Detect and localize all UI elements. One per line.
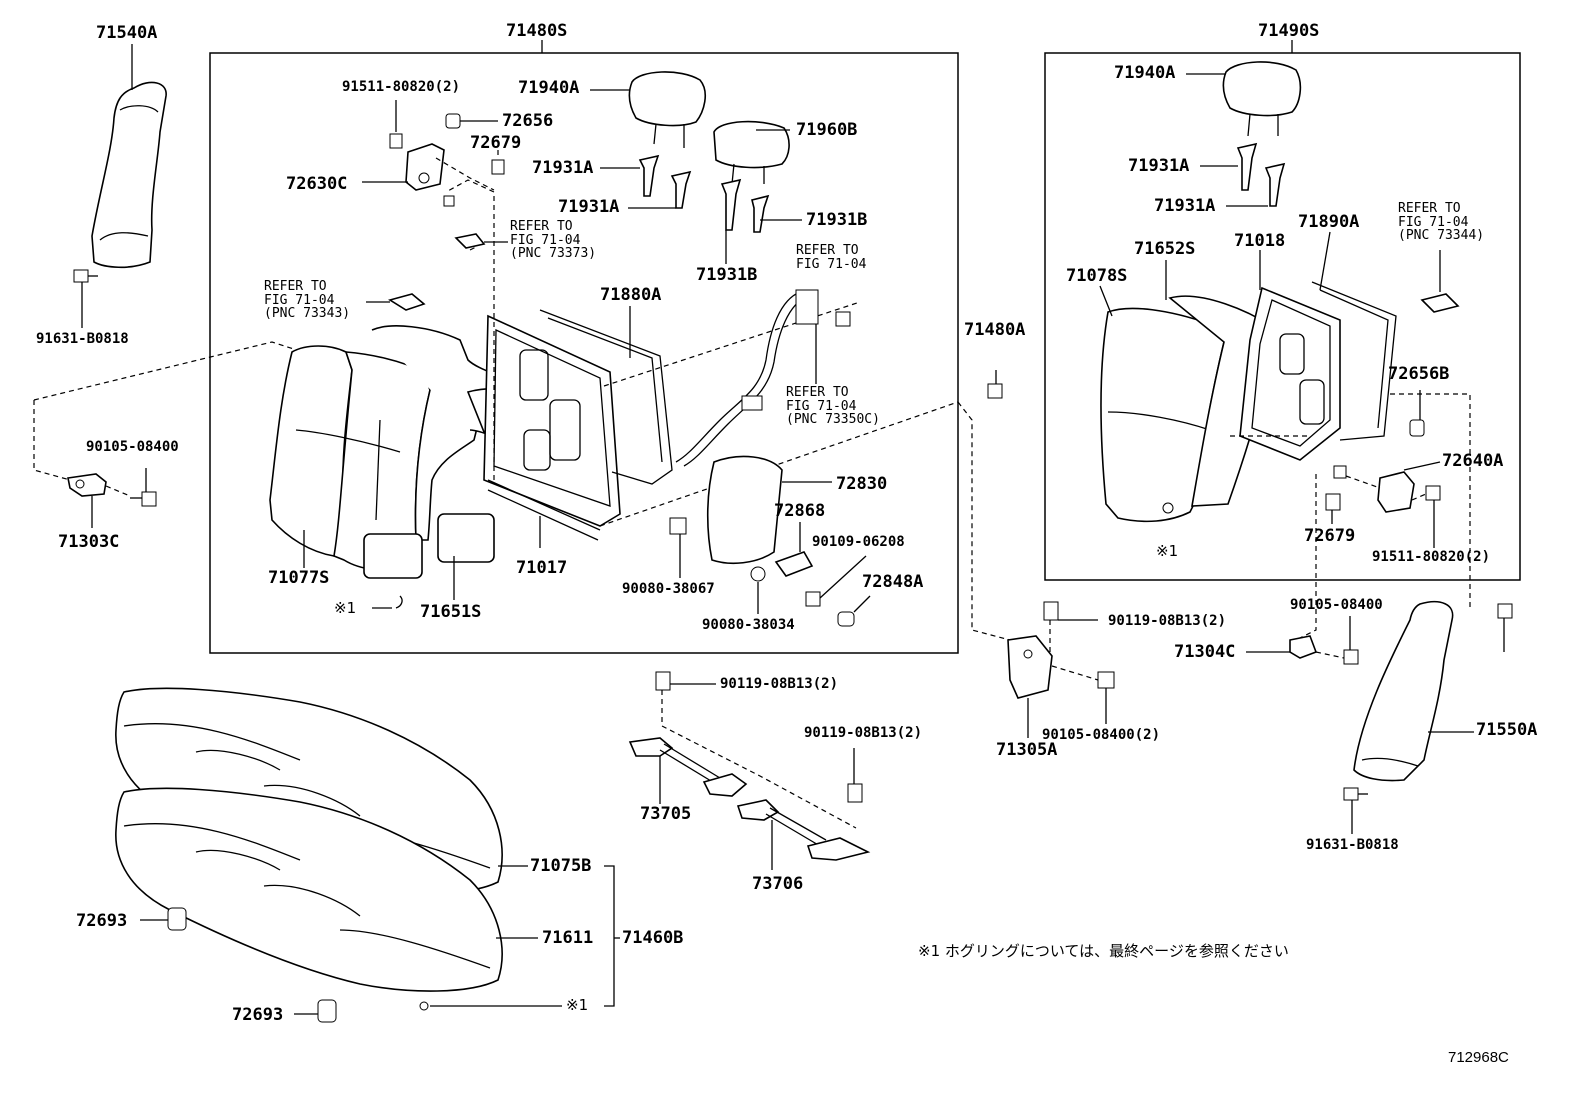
- bolt-91631-left: [73, 269, 98, 283]
- part-label-90105-08400-right: 90105-08400: [1290, 597, 1383, 613]
- part-label-71611: 71611: [542, 928, 594, 948]
- armrest-72830: [669, 455, 855, 627]
- part-label-71305A: 71305A: [996, 740, 1058, 760]
- part-label-90080-38067: 90080-38067: [622, 581, 715, 597]
- reference-note-73373: REFER TO FIG 71-04 (PNC 73373): [510, 219, 597, 262]
- bracket-73705: [628, 671, 748, 797]
- part-label-72630C: 72630C: [286, 174, 348, 194]
- part-label-71880A: 71880A: [600, 285, 662, 305]
- clip-73344: [1420, 293, 1460, 313]
- seat-belt-73350C: [675, 289, 851, 467]
- headrest-guides-left: [638, 154, 770, 233]
- part-label-72868: 72868: [774, 501, 826, 521]
- part-label-72656: 72656: [502, 111, 554, 131]
- part-label-71550A: 71550A: [1476, 720, 1538, 740]
- part-label-71940A-left: 71940A: [518, 78, 580, 98]
- assembly-box-71490S: [1044, 52, 1521, 581]
- part-label-71018: 71018: [1234, 231, 1286, 251]
- part-label-71077S: 71077S: [268, 568, 330, 588]
- headrest-71960B: [713, 120, 790, 185]
- footnote-hog-ring: ※1 ホグリングについては、最終ページを参照ください: [918, 942, 1289, 960]
- part-label-73706: 73706: [752, 874, 804, 894]
- reference-note-73344: REFER TO FIG 71-04 (PNC 73344): [1398, 201, 1485, 244]
- part-label-90105-08400-left: 90105-08400: [86, 439, 179, 455]
- hog-ring-mark-3: ※1: [566, 996, 589, 1014]
- part-label-71931B-2: 71931B: [696, 265, 758, 285]
- part-label-71017: 71017: [516, 558, 568, 578]
- clip-73343: [388, 293, 426, 311]
- part-label-71075B: 71075B: [530, 856, 592, 876]
- headrest-71940A-right: [1222, 61, 1302, 207]
- illustration-code: 712968C: [1448, 1049, 1509, 1066]
- pad-71880A: [539, 309, 673, 485]
- part-label-72679-left: 72679: [470, 133, 522, 153]
- bolt-90105-left: [130, 491, 157, 507]
- part-label-71303C: 71303C: [58, 532, 120, 552]
- part-label-71480S: 71480S: [506, 21, 568, 41]
- part-label-72830: 72830: [836, 474, 888, 494]
- side-bolster-71550A: [1353, 600, 1454, 782]
- lock-72630C: [389, 113, 505, 207]
- frame-71018: [1239, 286, 1341, 461]
- seat-cushion-71611: [115, 787, 503, 992]
- part-label-90119-08B13-3: 90119-08B13(2): [804, 725, 923, 741]
- frame-71017: [483, 314, 621, 541]
- part-label-72693-lower: 72693: [232, 1005, 284, 1025]
- reference-note-fig-71-04: REFER TO FIG 71-04: [796, 243, 867, 272]
- part-label-90109-06208: 90109-06208: [812, 534, 905, 550]
- part-label-72693-upper: 72693: [76, 911, 128, 931]
- assembly-box-71480S: [209, 52, 959, 654]
- side-bolster-71540A: [91, 81, 167, 269]
- part-label-72640A: 72640A: [1442, 451, 1504, 471]
- seatback-cover-71077S: [269, 345, 481, 579]
- part-label-71890A: 71890A: [1298, 212, 1360, 232]
- part-label-71460B: 71460B: [622, 928, 684, 948]
- hog-ring-mark-1: ※1: [334, 599, 357, 617]
- part-label-72848A: 72848A: [862, 572, 924, 592]
- part-label-71960B: 71960B: [796, 120, 858, 140]
- bracket-73706: [736, 783, 871, 861]
- clip-72693-upper: [167, 907, 187, 931]
- part-label-72679-right: 72679: [1304, 526, 1356, 546]
- part-label-72656B: 72656B: [1388, 364, 1450, 384]
- lock-72640A: [1325, 419, 1441, 513]
- reference-note-73350C: REFER TO FIG 71-04 (PNC 73350C): [786, 385, 880, 428]
- headrest-71940A-left: [628, 71, 707, 148]
- bracket-71305A: [1007, 601, 1115, 699]
- part-label-90080-38034: 90080-38034: [702, 617, 795, 633]
- part-label-71490S: 71490S: [1258, 21, 1320, 41]
- part-label-91631-B0818-left: 91631-B0818: [36, 331, 129, 347]
- bracket-71304C: [1289, 635, 1318, 659]
- part-label-71931B-1: 71931B: [806, 210, 868, 230]
- part-label-71540A: 71540A: [96, 23, 158, 43]
- part-label-71651S: 71651S: [420, 602, 482, 622]
- part-label-71931A-2: 71931A: [558, 197, 620, 217]
- reference-note-73343: REFER TO FIG 71-04 (PNC 73343): [264, 279, 351, 322]
- bracket-71303C: [67, 473, 107, 497]
- part-label-91511-80820-right: 91511-80820(2): [1372, 549, 1491, 565]
- clip-73373: [454, 233, 486, 249]
- part-label-71304C: 71304C: [1174, 642, 1236, 662]
- part-label-90119-08B13-2: 90119-08B13(2): [720, 676, 839, 692]
- part-label-71931A-4: 71931A: [1154, 196, 1216, 216]
- clip-72693-lower: [317, 999, 337, 1023]
- pad-71890A: [1311, 281, 1397, 441]
- part-label-71078S: 71078S: [1066, 266, 1128, 286]
- part-label-71652S: 71652S: [1134, 239, 1196, 259]
- part-label-90119-08B13-1: 90119-08B13(2): [1108, 613, 1227, 629]
- part-label-71480A: 71480A: [964, 320, 1026, 340]
- part-label-73705: 73705: [640, 804, 692, 824]
- part-label-90105-08400-x2: 90105-08400(2): [1042, 727, 1161, 743]
- part-label-71931A-1: 71931A: [532, 158, 594, 178]
- hog-ring-mark-2: ※1: [1156, 542, 1179, 560]
- part-label-91511-80820-left: 91511-80820(2): [342, 79, 461, 95]
- part-label-71931A-3: 71931A: [1128, 156, 1190, 176]
- part-label-91631-B0818-right: 91631-B0818: [1306, 837, 1399, 853]
- part-label-71940A-right: 71940A: [1114, 63, 1176, 83]
